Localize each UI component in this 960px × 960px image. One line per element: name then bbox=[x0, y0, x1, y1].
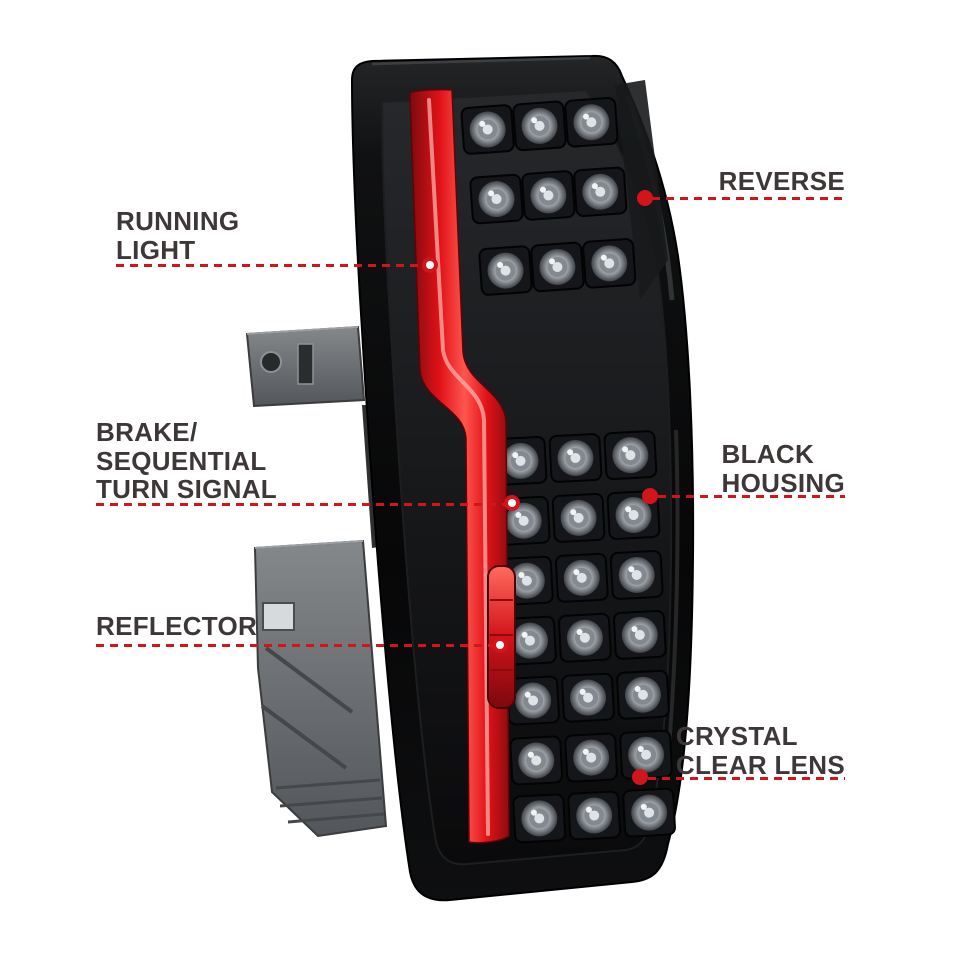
label-brake-sequential-turn-signal: BRAKE/ SEQUENTIAL TURN SIGNAL bbox=[96, 417, 277, 505]
bracket-slot bbox=[297, 343, 314, 385]
label-reverse: REVERSE bbox=[718, 166, 845, 196]
led-cell bbox=[612, 609, 667, 661]
led-cell bbox=[460, 103, 516, 156]
dot-black-housing bbox=[642, 488, 658, 504]
label-running-light: RUNNING LIGHT bbox=[116, 206, 240, 265]
dot-reflector bbox=[492, 637, 508, 653]
led-cell bbox=[563, 732, 619, 783]
led-cell bbox=[581, 237, 637, 290]
running-light-bar bbox=[409, 88, 510, 844]
reverse-led-cluster bbox=[460, 96, 637, 297]
leader-crystal-clear-lens bbox=[648, 777, 845, 780]
leader-reverse bbox=[652, 197, 845, 200]
label-reflector: REFLECTOR bbox=[96, 611, 258, 641]
leader-black-housing bbox=[658, 495, 845, 498]
led-cell bbox=[554, 552, 609, 604]
leader-brake-sequential-turn-signal bbox=[96, 503, 506, 506]
led-cell bbox=[557, 612, 613, 664]
dot-crystal-clear-lens bbox=[632, 769, 648, 785]
led-cell bbox=[551, 492, 606, 544]
led-cell bbox=[511, 100, 568, 152]
led-cell bbox=[529, 241, 585, 293]
led-cell bbox=[548, 432, 603, 484]
led-cell bbox=[615, 669, 671, 721]
bracket-screw-hole bbox=[260, 351, 282, 373]
label-crystal-clear-lens: CRYSTAL CLEAR LENS bbox=[675, 721, 845, 780]
led-cell bbox=[477, 244, 534, 297]
led-cell bbox=[567, 790, 622, 841]
led-cell bbox=[621, 787, 677, 838]
led-cell bbox=[509, 735, 564, 786]
led-cell bbox=[609, 549, 664, 601]
led-cell bbox=[563, 96, 619, 148]
label-black-housing: BLACK HOUSING bbox=[721, 439, 845, 498]
leader-reflector bbox=[96, 644, 494, 647]
dot-brake-sequential-turn-signal bbox=[504, 495, 520, 511]
leader-running-light bbox=[116, 264, 424, 267]
dot-running-light bbox=[422, 257, 438, 273]
led-cell bbox=[520, 169, 576, 222]
dot-reverse bbox=[637, 190, 653, 206]
led-cell bbox=[603, 429, 658, 481]
led-cell bbox=[560, 672, 616, 723]
led-cell bbox=[468, 173, 525, 225]
led-cell bbox=[512, 793, 567, 844]
led-cell bbox=[572, 166, 628, 218]
bracket-opening bbox=[262, 602, 295, 631]
